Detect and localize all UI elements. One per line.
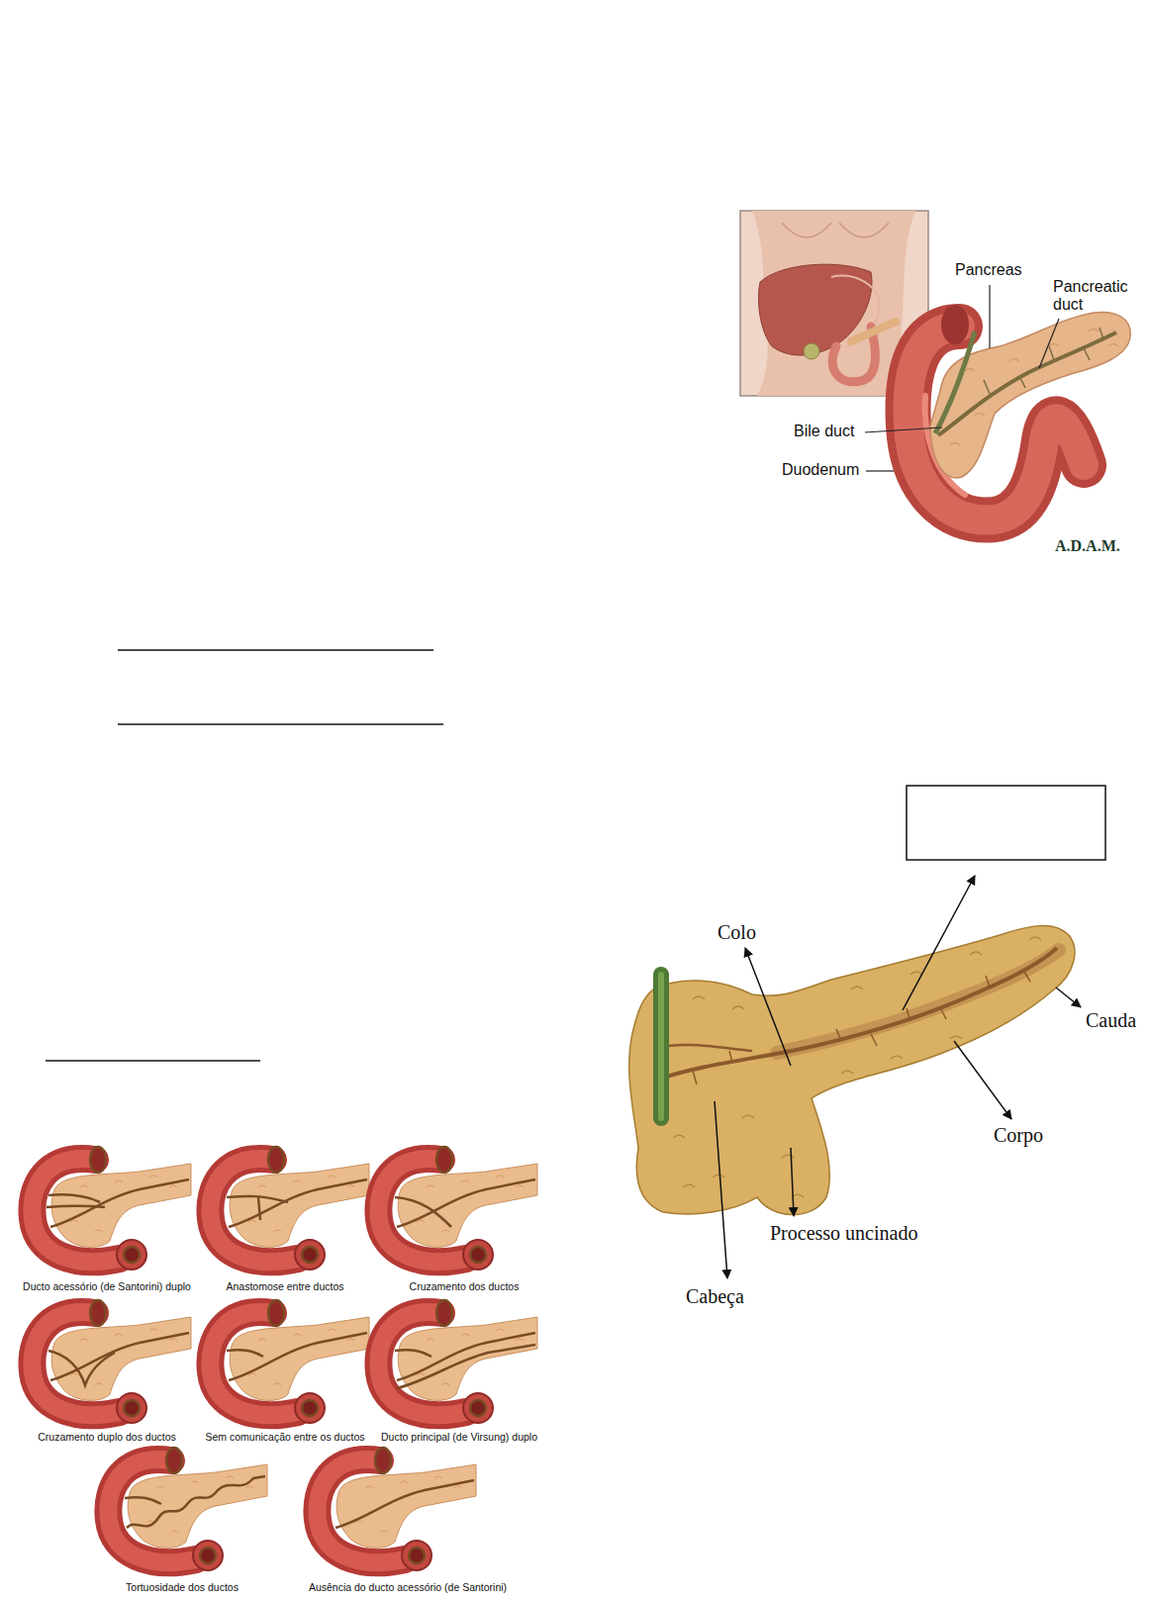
duodenum-figure [908, 304, 1132, 520]
variant-caption: Anastomose entre ductos [225, 1280, 344, 1293]
variant-caption: Ducto acessório (de Santorini) duplo [22, 1280, 192, 1293]
variant-caption: Tortuosidade dos ductos [125, 1581, 239, 1594]
pancreas-illustration [629, 926, 1075, 1216]
part-label: Duodenum [781, 461, 860, 480]
variant-caption: Cruzamento dos ductos [409, 1280, 520, 1293]
part-label: Pancreatic duct [1053, 278, 1135, 315]
watermark: A.D.A.M. [1054, 537, 1121, 556]
leader-lines [864, 285, 1059, 472]
part-label: Pancreas [955, 261, 1023, 280]
part-label: Cabeça [685, 1285, 745, 1309]
part-label: Colo [717, 921, 757, 945]
part-label: Corpo [993, 1124, 1044, 1148]
variant-caption: Sem comunicação entre os ductos [204, 1431, 365, 1443]
variant-caption: Ausência do ducto acessório (de Santorin… [308, 1581, 507, 1594]
variant-caption: Ducto principal (de Virsung) duplo [381, 1431, 538, 1443]
answer-lines [45, 650, 444, 1061]
duct-variants [31, 1147, 538, 1571]
part-label: Cauda [1085, 1009, 1137, 1033]
variant-caption: Cruzamento duplo dos ductos [37, 1431, 177, 1443]
part-label: Bile duct [793, 422, 855, 441]
pointer-arrows [714, 875, 1081, 1279]
part-label: Processo uncinado [769, 1222, 918, 1246]
answer-box [906, 785, 1106, 861]
